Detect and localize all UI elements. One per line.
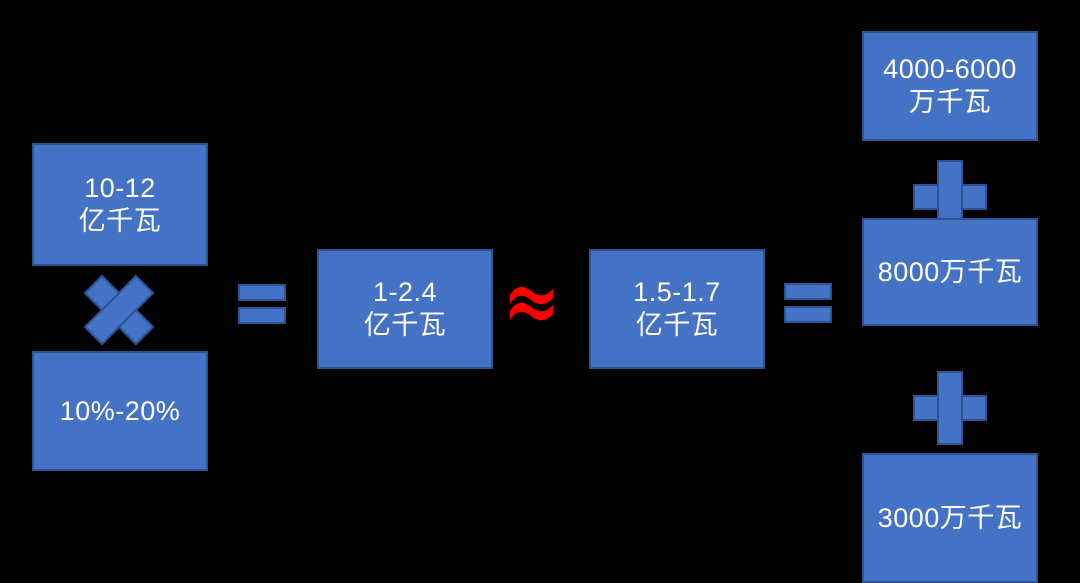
plus-icon-bar-vertical: [937, 371, 963, 445]
percent-box: 10%-20%: [32, 351, 208, 471]
equals-icon-bar-bottom: [238, 307, 286, 324]
right-item-2-box: 8000万千瓦: [862, 218, 1038, 326]
right-item-3-box: 3000万千瓦: [862, 453, 1038, 583]
equals-icon-bar-top: [238, 284, 286, 301]
capacity-box: 10-12 亿千瓦: [32, 143, 208, 266]
multiply-icon: [67, 258, 172, 363]
equals-icon-bar-bottom: [784, 306, 832, 323]
equals-icon-left: [238, 284, 286, 324]
product-box: 1-2.4 亿千瓦: [317, 249, 493, 369]
equals-icon-bar-top: [784, 283, 832, 300]
plus-icon-bottom: [913, 371, 987, 445]
equals-icon-right: [784, 283, 832, 323]
right-item-1-box: 4000-6000 万千瓦: [862, 31, 1038, 141]
approx-value-box: 1.5-1.7 亿千瓦: [589, 249, 765, 369]
approximately-equal-icon: [508, 286, 556, 324]
